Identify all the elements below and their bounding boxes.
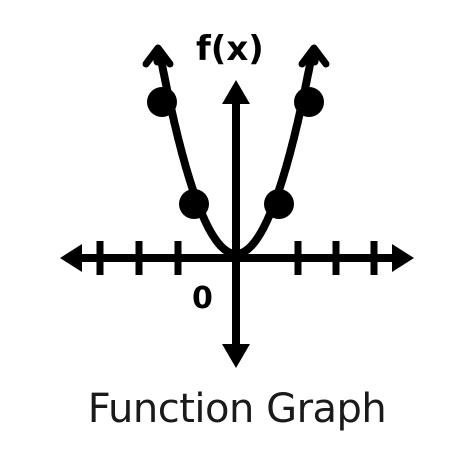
parabola-layer — [142, 44, 330, 258]
curve-right-arrow-icon — [298, 44, 330, 68]
data-point — [264, 189, 294, 219]
origin-label: 0 — [192, 281, 213, 316]
data-point — [179, 189, 209, 219]
curve-right-extension — [308, 51, 319, 66]
data-point — [294, 87, 324, 117]
curve-left-arrow-icon — [142, 44, 174, 68]
y-axis-up-arrow-icon — [222, 80, 250, 104]
axes — [60, 80, 414, 368]
graph-caption: Function Graph — [87, 386, 387, 432]
y-axis-label: f(x) — [196, 29, 264, 69]
x-axis-right-arrow-icon — [392, 244, 414, 272]
data-point — [147, 87, 177, 117]
x-axis-left-arrow-icon — [60, 244, 82, 272]
x-axis-ticks — [96, 241, 378, 275]
curve-left-extension — [153, 51, 164, 66]
y-axis-down-arrow-icon — [222, 344, 250, 368]
parabola-curve — [156, 50, 316, 258]
data-points — [147, 87, 324, 219]
